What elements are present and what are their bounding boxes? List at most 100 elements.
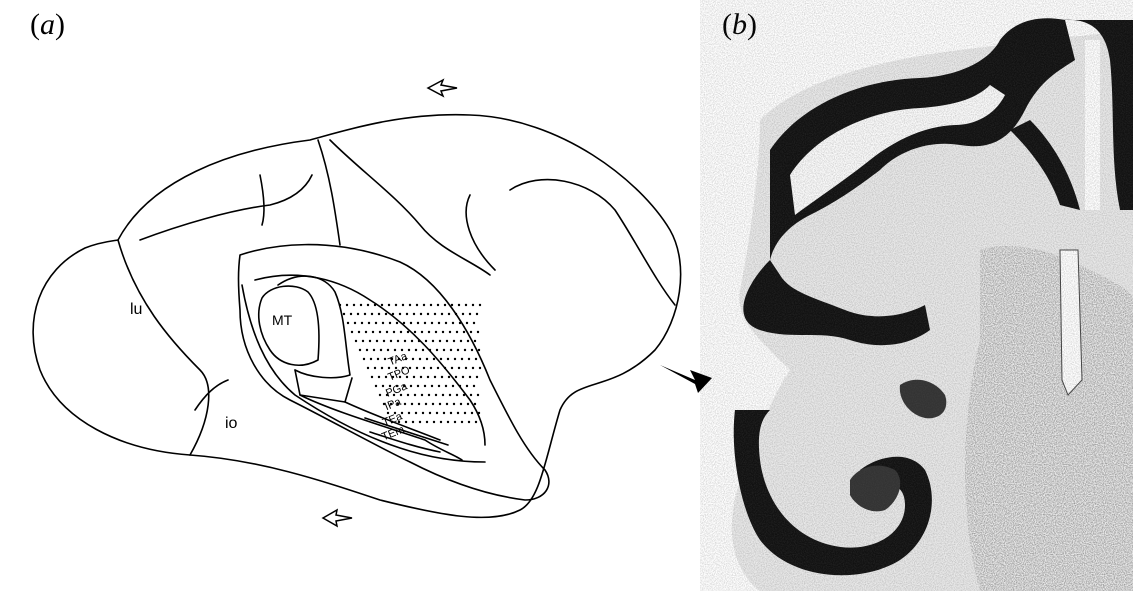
lu-label: lu [130, 301, 142, 318]
area-dot [371, 376, 373, 378]
area-dot [433, 358, 435, 360]
area-dot [463, 394, 465, 396]
area-dot [459, 322, 461, 324]
area-dot [382, 322, 384, 324]
area-dot [478, 412, 480, 414]
area-dot [449, 331, 451, 333]
area-dot [457, 349, 459, 351]
area-dot [407, 394, 409, 396]
area-dot [437, 304, 439, 306]
area-dot [359, 349, 361, 351]
area-dot [383, 340, 385, 342]
area-dot [443, 412, 445, 414]
area-dot [461, 421, 463, 423]
area-dot [343, 313, 345, 315]
intraparietal-sulcus [260, 175, 264, 225]
area-dot [418, 340, 420, 342]
area-dot [470, 394, 472, 396]
area-dot [447, 421, 449, 423]
area-dot [386, 331, 388, 333]
area-dot [415, 349, 417, 351]
area-dot [462, 376, 464, 378]
area-dot [449, 394, 451, 396]
area-dot [444, 367, 446, 369]
area-dot [393, 331, 395, 333]
area-dot [408, 349, 410, 351]
area-dot [402, 304, 404, 306]
area-dot [409, 304, 411, 306]
area-dot [416, 304, 418, 306]
io-label: io [225, 415, 238, 432]
area-dot [382, 385, 384, 387]
area-dot [438, 322, 440, 324]
area-dot [471, 349, 473, 351]
area-dot [416, 367, 418, 369]
area-dot [454, 358, 456, 360]
area-dot [364, 313, 366, 315]
area-dot [455, 376, 457, 378]
area-dot [477, 331, 479, 333]
area-dot [462, 313, 464, 315]
area-dot [477, 394, 479, 396]
area-dot [413, 376, 415, 378]
area-dot [445, 385, 447, 387]
area-dot [463, 331, 465, 333]
area-dot [476, 313, 478, 315]
area-dot [444, 304, 446, 306]
area-dot [417, 385, 419, 387]
area-dot [367, 367, 369, 369]
area-dot [452, 322, 454, 324]
dotted-region [339, 304, 481, 423]
central-sulcus [318, 140, 340, 245]
area-dot [389, 322, 391, 324]
area-dot [419, 421, 421, 423]
area-dot [475, 358, 477, 360]
area-dot [469, 313, 471, 315]
area-dot [375, 385, 377, 387]
area-dot [467, 403, 469, 405]
area-dot [460, 340, 462, 342]
area-dot [390, 340, 392, 342]
area-dot [471, 412, 473, 414]
area-dot [475, 421, 477, 423]
area-dot [377, 358, 379, 360]
area-dot [399, 313, 401, 315]
area-dot [358, 331, 360, 333]
open-arrow-top [428, 80, 457, 96]
area-dot [379, 394, 381, 396]
area-dot [417, 322, 419, 324]
area-dot [459, 385, 461, 387]
io-sulcus [195, 380, 228, 410]
area-dot [428, 331, 430, 333]
area-dot [401, 412, 403, 414]
area-dot [419, 358, 421, 360]
area-dot [360, 304, 362, 306]
area-dot [414, 331, 416, 333]
area-dot [445, 322, 447, 324]
area-dot [436, 412, 438, 414]
area-dot [425, 403, 427, 405]
area-dot [339, 304, 341, 306]
area-dot [403, 322, 405, 324]
area-dot [438, 385, 440, 387]
area-dot [448, 313, 450, 315]
area-dot [381, 367, 383, 369]
area-dot [431, 385, 433, 387]
area-dot [470, 331, 472, 333]
area-dot [476, 376, 478, 378]
area-dot [347, 322, 349, 324]
area-dot [450, 349, 452, 351]
area-dot [346, 304, 348, 306]
area-dot [458, 304, 460, 306]
area-dot [367, 304, 369, 306]
area-dot [473, 322, 475, 324]
area-dot [421, 394, 423, 396]
area-dot [474, 403, 476, 405]
area-dot [456, 394, 458, 396]
area-dot [443, 349, 445, 351]
area-dot [479, 367, 481, 369]
area-dot [456, 331, 458, 333]
area-dot [370, 358, 372, 360]
area-dot [379, 331, 381, 333]
